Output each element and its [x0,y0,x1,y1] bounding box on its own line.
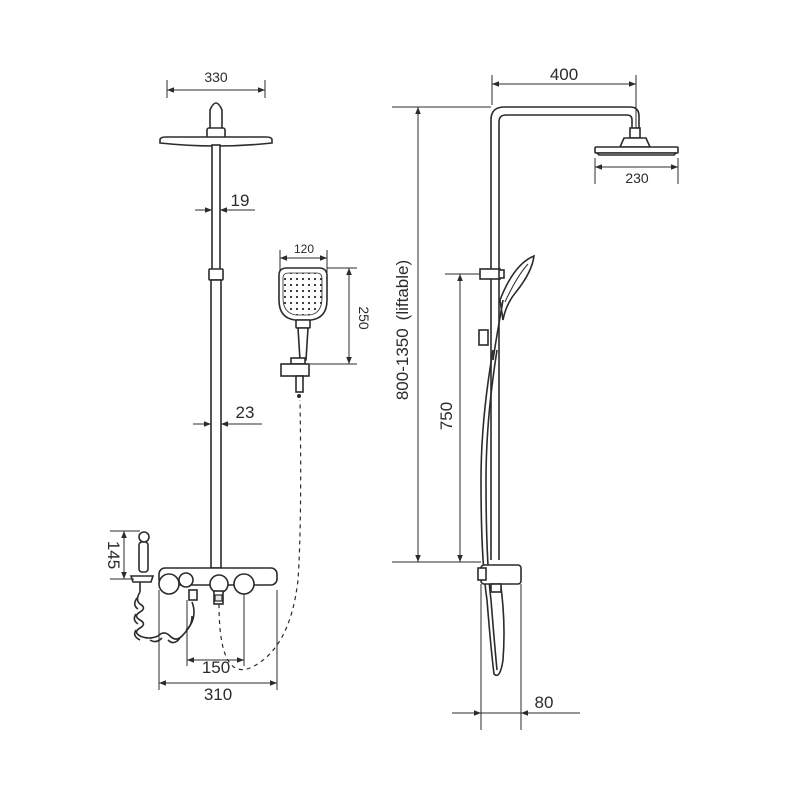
wall-offset-dimension: 80 [452,584,580,730]
total-width-dimension: 310 [158,590,278,704]
rain-shower-head-side [594,146,679,156]
wall-offset-label: 80 [535,693,554,712]
thermostatic-mixer-front [158,567,278,605]
pipe-upper-dimension: 19 [195,191,255,213]
valve-centers-dimension: 150 [186,594,245,677]
head-diameter-label: 230 [625,170,649,186]
rain-shower-head-front [159,102,273,147]
valve-centers-label: 150 [202,658,230,677]
height-range-label: 800-1350 [393,328,412,400]
bidet-height-label: 145 [104,541,123,569]
front-view: 330 19 23 [104,69,302,704]
slide-height-label: 750 [437,402,456,430]
total-width-label: 310 [204,685,232,704]
coiled-hose [133,591,195,644]
pipe-upper-label: 19 [231,191,250,210]
pipe-lower-label: 23 [236,403,255,422]
side-view: 400 230 [392,65,679,730]
head-width-dimension: 330 [166,69,266,98]
svg-text:800-1350(liftable): 800-1350 (liftable) [393,260,412,400]
hand-shower-detail: 120 250 [278,242,372,398]
head-diameter-dimension: 230 [594,158,679,186]
height-note-label: (liftable) [393,260,412,320]
hand-shower-side [492,254,535,361]
hand-shower-width-label: 120 [294,242,314,256]
riser-pipe-front [208,144,224,569]
arm-reach-label: 400 [550,65,578,84]
height-range-dimension: 800-1350 (liftable) [392,106,491,563]
hand-shower-hose-front [218,399,302,671]
hand-shower-hose-side [480,349,505,677]
riser-and-arm-side [490,106,652,560]
hand-shower-head [278,267,328,398]
pipe-lower-dimension: 23 [193,403,262,427]
thermostatic-mixer-side [477,564,522,593]
bidet-height-dimension: 145 [104,530,140,580]
hand-shower-length-label: 250 [356,306,372,330]
head-width-label: 330 [204,69,228,85]
bidet-sprayer-front [129,531,155,592]
slide-height-dimension: 750 [437,273,480,562]
arm-reach-dimension: 400 [491,65,637,128]
hand-shower-length-dimension: 250 [310,267,372,365]
